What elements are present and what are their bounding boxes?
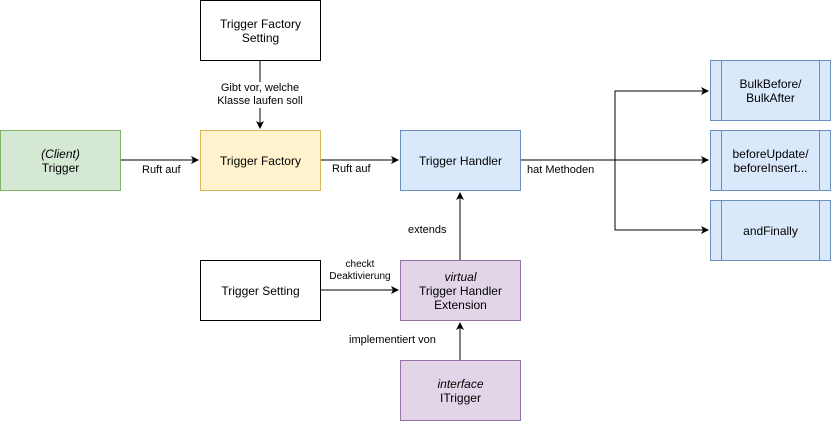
client-trigger-box[interactable]: (Client) Trigger <box>0 130 121 191</box>
edge-label-ruft-auf-1: Ruft auf <box>142 164 181 177</box>
trigger-factory-line1: Trigger Factory <box>220 153 301 168</box>
itrigger-line1: ITrigger <box>440 390 481 405</box>
trigger-handler-extension-line1: Trigger Handler <box>419 283 502 298</box>
edge-label-ruft-auf-2: Ruft auf <box>332 163 371 176</box>
trigger-handler-extension-box[interactable]: virtual Trigger Handler Extension <box>400 260 521 321</box>
trigger-setting-box[interactable]: Trigger Setting <box>200 260 321 321</box>
trigger-handler-box[interactable]: Trigger Handler <box>400 130 521 191</box>
trigger-handler-extension-line2: Extension <box>434 297 487 312</box>
edge-label-checkt: checkt Deaktivierung <box>324 259 396 283</box>
trigger-factory-setting-box[interactable]: Trigger Factory Setting <box>200 0 321 61</box>
trigger-factory-setting-line1: Trigger Factory <box>220 16 301 31</box>
client-trigger-italic: (Client) <box>41 146 80 161</box>
and-finally-method-box[interactable]: andFinally <box>710 200 831 261</box>
and-finally-line1: andFinally <box>743 223 798 238</box>
itrigger-italic: interface <box>437 376 484 391</box>
edge-label-gibt-vor: Gibt vor, welche Klasse laufen soll <box>160 82 360 108</box>
gibt-vor-line2: Klasse laufen soll <box>217 95 303 107</box>
trigger-setting-line1: Trigger Setting <box>221 283 300 298</box>
before-update-method-box[interactable]: beforeUpdate/ beforeInsert... <box>710 130 831 191</box>
trigger-factory-setting-line2: Setting <box>241 30 280 45</box>
checkt-line2: Deaktivierung <box>329 271 391 282</box>
edge-handler-to-bulk <box>521 87 709 161</box>
gibt-vor-line1: Gibt vor, welche <box>220 82 300 94</box>
trigger-handler-line1: Trigger Handler <box>419 153 502 168</box>
edge-label-extends: extends <box>408 224 447 237</box>
edge-handler-to-and-finally <box>614 160 709 234</box>
client-trigger-line1: Trigger <box>41 160 80 175</box>
bulk-line1: BulkBefore/ <box>739 76 802 91</box>
edge-label-implementiert-von: implementiert von <box>349 334 436 347</box>
before-update-line2: beforeInsert... <box>733 160 808 175</box>
trigger-factory-box[interactable]: Trigger Factory <box>200 130 321 191</box>
before-update-line1: beforeUpdate/ <box>732 146 809 161</box>
trigger-handler-extension-italic: virtual <box>444 269 477 284</box>
edge-label-hat-methoden: hat Methoden <box>527 164 595 177</box>
checkt-line1: checkt <box>345 259 375 270</box>
bulk-method-box[interactable]: BulkBefore/ BulkAfter <box>710 60 831 121</box>
bulk-line2: BulkAfter <box>746 90 795 105</box>
itrigger-box[interactable]: interface ITrigger <box>400 360 521 421</box>
